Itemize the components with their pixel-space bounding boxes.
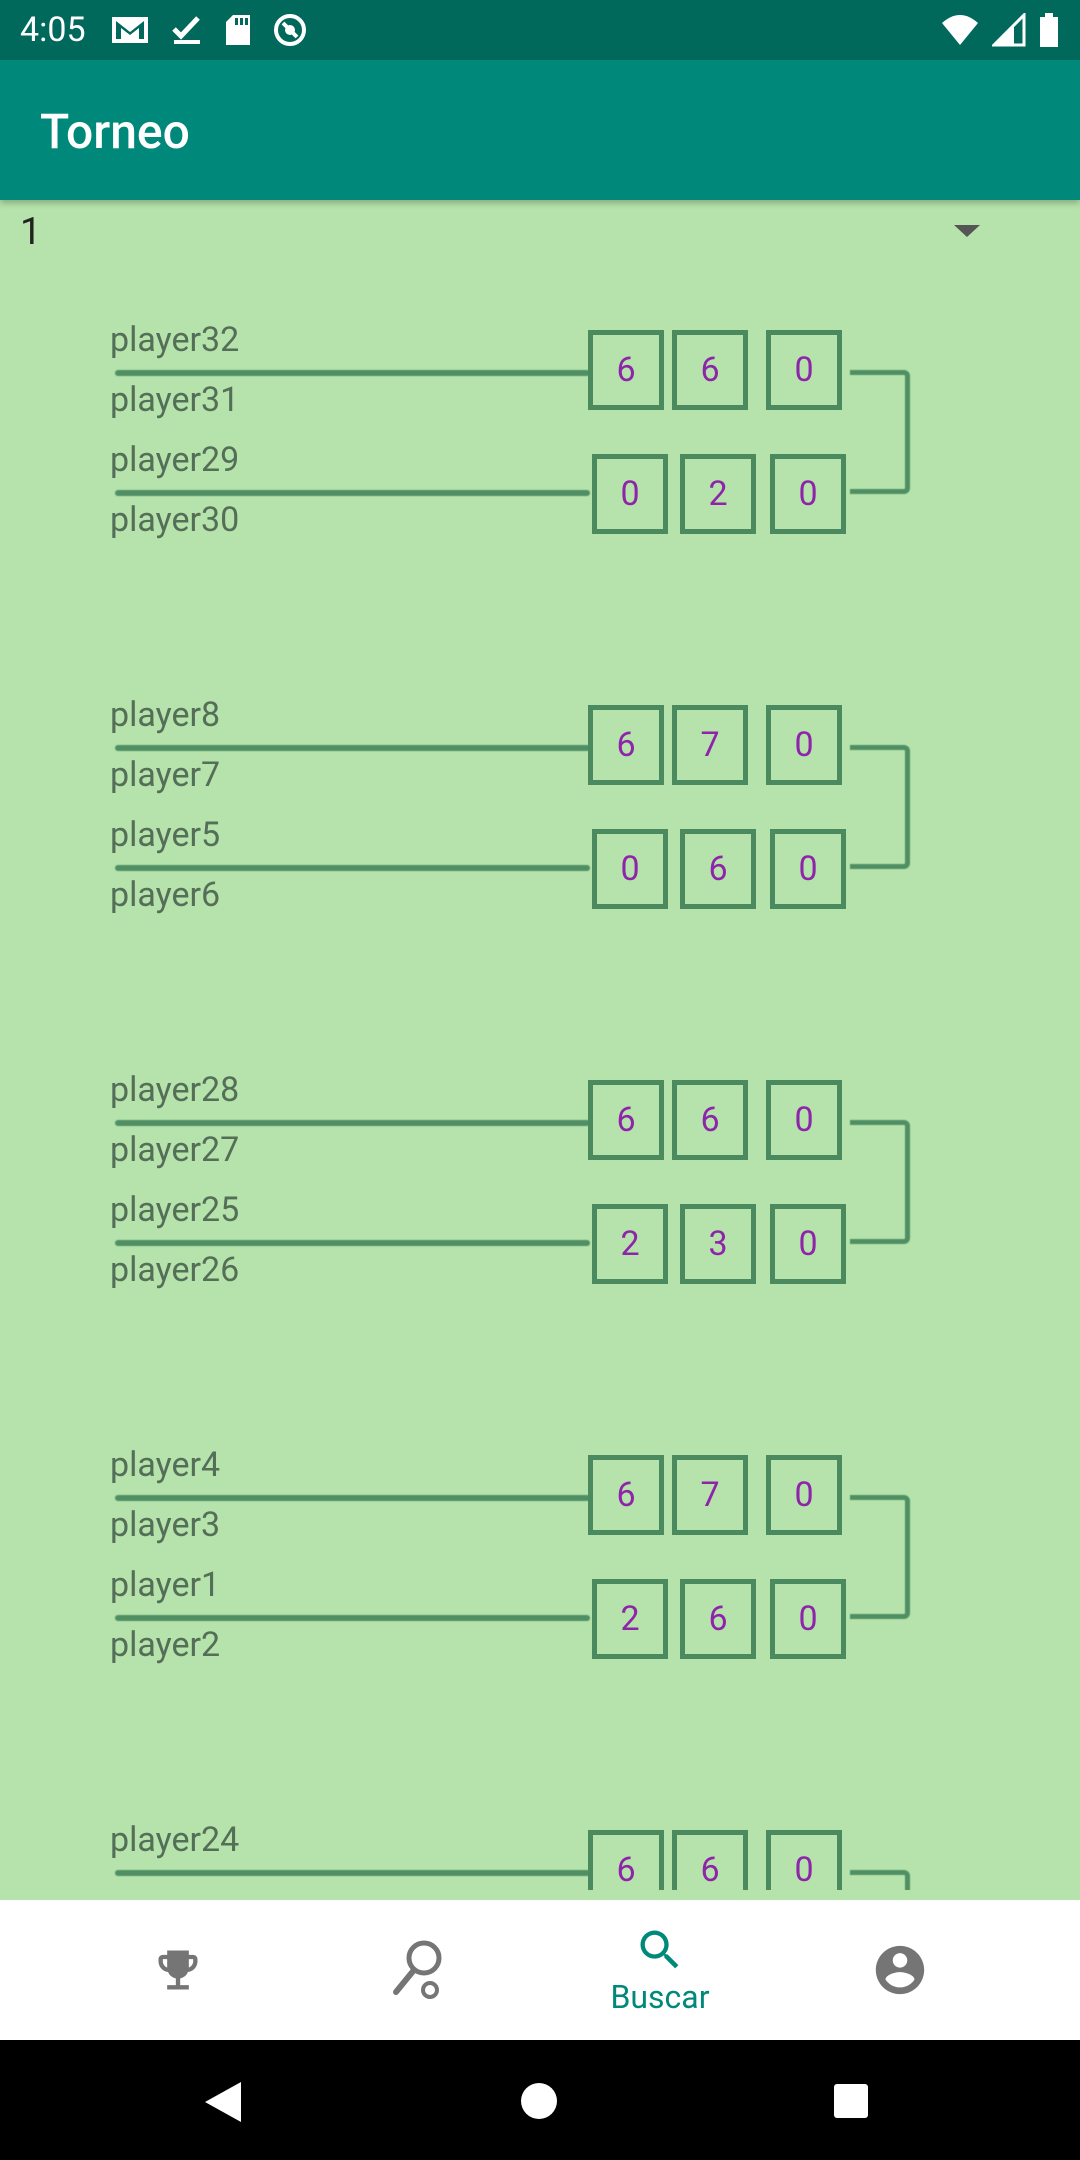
- bracket-connector: [850, 1120, 910, 1244]
- nav-item-tournaments[interactable]: [58, 1900, 298, 2040]
- player-name: player1: [110, 1565, 221, 1605]
- score-box: 7: [672, 705, 748, 785]
- score-box: 6: [680, 829, 756, 909]
- player-name: player31: [110, 380, 240, 420]
- score-box: 0: [770, 454, 846, 534]
- overview-icon[interactable]: [833, 2083, 869, 2119]
- bracket-line: [115, 1240, 590, 1246]
- score-box: 6: [672, 1830, 748, 1890]
- match-card: player24 6 6 0: [0, 1820, 1080, 1890]
- score-box: 0: [770, 829, 846, 909]
- nav-item-profile[interactable]: [780, 1900, 1020, 2040]
- signal-icon: [992, 13, 1026, 47]
- app-bar: Torneo: [0, 60, 1080, 200]
- account-icon: [875, 1945, 925, 1995]
- player-name: player25: [110, 1190, 240, 1230]
- bracket-line: [115, 490, 590, 496]
- score-box: 6: [672, 330, 748, 410]
- sd-card-icon: [226, 15, 250, 45]
- match-card: player4 player3 player1 player2 6 7 0 2 …: [0, 1445, 1080, 1725]
- player-name: player3: [110, 1505, 221, 1545]
- search-icon: [640, 1930, 679, 1969]
- player-name: player27: [110, 1130, 240, 1170]
- score-box: 6: [680, 1579, 756, 1659]
- racket-icon: [393, 1940, 442, 1999]
- gmail-icon: [112, 17, 148, 43]
- bracket-line: [115, 1495, 590, 1501]
- status-time: 4:05: [20, 10, 86, 50]
- battery-icon: [1040, 13, 1058, 47]
- score-box: 0: [592, 829, 668, 909]
- player-name: player30: [110, 500, 240, 540]
- bracket-list[interactable]: player32 player31 player29 player30 6 6 …: [0, 270, 1080, 1890]
- match-card: player8 player7 player5 player6 6 7 0 0 …: [0, 695, 1080, 975]
- score-box: 6: [588, 1455, 664, 1535]
- player-name: player26: [110, 1250, 240, 1290]
- round-dropdown-value: 1: [20, 210, 42, 254]
- nav-item-matches[interactable]: [298, 1900, 538, 2040]
- score-box: 6: [588, 1830, 664, 1890]
- score-box: 3: [680, 1204, 756, 1284]
- match-card: player28 player27 player25 player26 6 6 …: [0, 1070, 1080, 1350]
- system-navigation-bar: [0, 2040, 1080, 2160]
- home-icon[interactable]: [520, 2082, 558, 2120]
- round-dropdown[interactable]: 1: [0, 200, 1080, 270]
- match-card: player32 player31 player29 player30 6 6 …: [0, 320, 1080, 600]
- bracket-line: [115, 1870, 590, 1876]
- nav-label-search: Buscar: [610, 1978, 710, 2016]
- bottom-navigation: Buscar: [0, 1900, 1080, 2040]
- score-box: 6: [588, 705, 664, 785]
- player-name: player32: [110, 320, 240, 360]
- score-box: 0: [770, 1204, 846, 1284]
- player-name: player28: [110, 1070, 240, 1110]
- player-name: player7: [110, 755, 221, 795]
- back-icon[interactable]: [203, 2080, 243, 2124]
- player-name: player29: [110, 440, 240, 480]
- nav-item-search[interactable]: Buscar: [540, 1900, 780, 2040]
- player-name: player4: [110, 1445, 221, 1485]
- bracket-connector: [850, 1495, 910, 1619]
- bracket-connector: [850, 370, 910, 494]
- trophy-icon: [158, 1950, 198, 1990]
- page-title: Torneo: [40, 103, 190, 160]
- score-box: 0: [766, 1830, 842, 1890]
- bracket-connector: [850, 745, 910, 869]
- player-name: player6: [110, 875, 221, 915]
- score-box: 6: [588, 1080, 664, 1160]
- player-name: player24: [110, 1820, 240, 1860]
- checklist-icon: [172, 16, 200, 44]
- status-bar: 4:05: [0, 0, 1080, 60]
- bracket-line: [115, 1120, 590, 1126]
- player-name: player5: [110, 815, 221, 855]
- score-box: 0: [766, 1080, 842, 1160]
- dropdown-arrow-icon[interactable]: [954, 225, 980, 237]
- bracket-line: [115, 370, 590, 376]
- player-name: player8: [110, 695, 221, 735]
- score-box: 2: [592, 1579, 668, 1659]
- score-box: 0: [770, 1579, 846, 1659]
- wifi-icon: [942, 15, 978, 45]
- score-box: 0: [766, 705, 842, 785]
- score-box: 6: [588, 330, 664, 410]
- score-box: 2: [680, 454, 756, 534]
- sync-icon: [274, 14, 306, 46]
- bracket-connector: [850, 1870, 910, 1890]
- score-box: 0: [766, 330, 842, 410]
- score-box: 6: [672, 1080, 748, 1160]
- score-box: 2: [592, 1204, 668, 1284]
- bracket-line: [115, 1615, 590, 1621]
- score-box: 0: [766, 1455, 842, 1535]
- bracket-line: [115, 745, 590, 751]
- score-box: 0: [592, 454, 668, 534]
- score-box: 7: [672, 1455, 748, 1535]
- bracket-line: [115, 865, 590, 871]
- player-name: player2: [110, 1625, 221, 1665]
